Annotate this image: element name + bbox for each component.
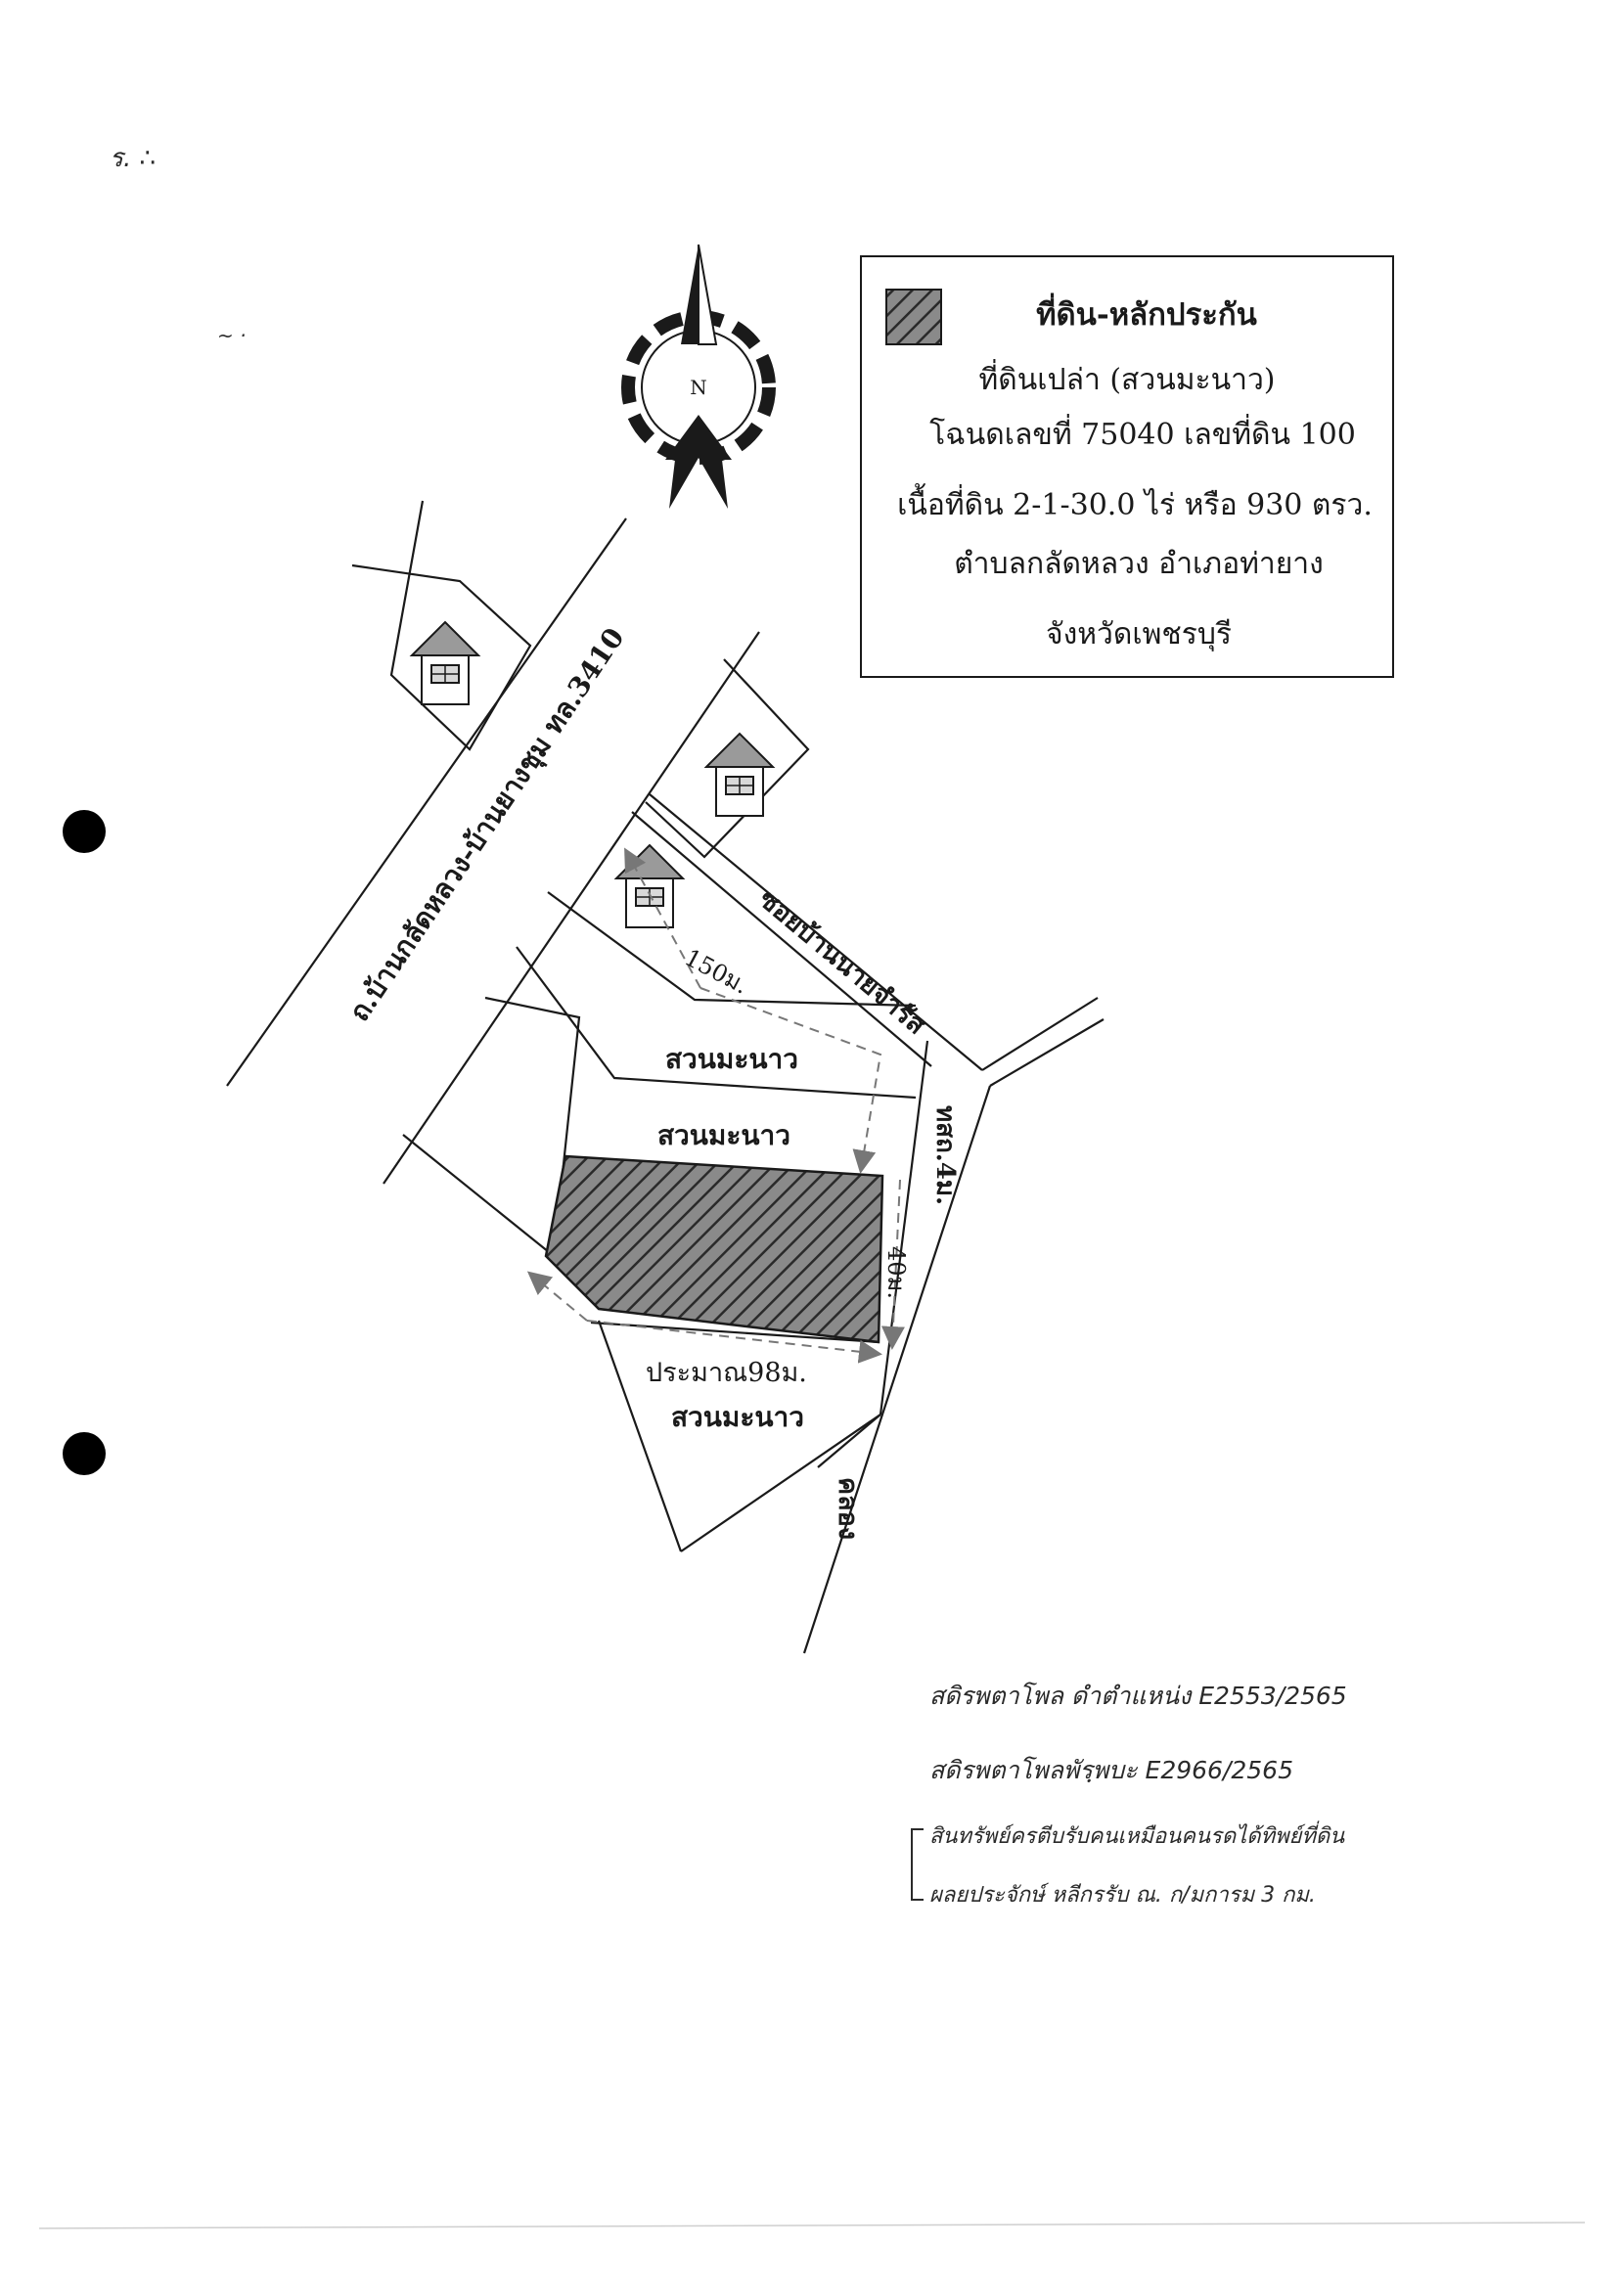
- margin-scribble: ~ ·: [217, 324, 246, 347]
- handwritten-line: ผลยประจักษ์ หลีกรรับ ณ. ก/มการม 3 กม.: [929, 1882, 1316, 1908]
- punch-hole: [63, 810, 106, 853]
- dimension-40: 40ม.: [880, 1179, 910, 1350]
- dimension-98: ประมาณ98ม.: [526, 1271, 882, 1388]
- legend-title: ที่ดิน-หลักประกัน: [1036, 292, 1257, 333]
- house-icon: [411, 621, 479, 705]
- handwritten-notes: สดิรพตาโพล ดำตำแหน่ง E2553/2565 สดิรพตาโ…: [911, 1682, 1347, 1908]
- local-road: ทสถ.4ม. คลอง: [802, 997, 1105, 1654]
- handwritten-line: สดิรพตาโพลพัรฺพบะ E2966/2565: [929, 1756, 1293, 1784]
- main-road-label: ถ.บ้านกลัดหลวง-บ้านยางชุม ทล.3410: [342, 622, 631, 1028]
- compass-label: N: [690, 376, 707, 399]
- legend-land-type: ที่ดินเปล่า (สวนมะนาว): [979, 359, 1276, 397]
- legend: ที่ดิน-หลักประกัน ที่ดินเปล่า (สวนมะนาว)…: [860, 255, 1394, 678]
- distance-label: 40ม.: [882, 1246, 910, 1299]
- legend-subdistrict-district: ตำบลกลัดหลวง อำเภอท่ายาง: [954, 547, 1324, 581]
- north-arrow-icon: N: [621, 244, 776, 509]
- punch-hole: [63, 1432, 106, 1475]
- margin-scribble: ร. ∴: [110, 144, 156, 173]
- canal-label: คลอง: [833, 1477, 863, 1540]
- parcel-label: สวนมะนาว: [657, 1119, 790, 1151]
- soi-road: ซอยบ้านนายจำรัส: [631, 793, 983, 1071]
- legend-area: เนื้อที่ดิน 2-1-30.0 ไร่ หรือ 930 ตรว.: [897, 483, 1373, 522]
- distance-label: 150ม.: [680, 944, 752, 1000]
- legend-deed-number: โฉนดเลขที่ 75040 เลขที่ดิน 100: [929, 414, 1356, 452]
- hatched-collateral-icon: [885, 289, 942, 345]
- legend-province: จังหวัดเพชรบุรี: [1046, 617, 1232, 652]
- parcel-label: สวนมะนาว: [671, 1401, 804, 1433]
- house-icon: [615, 844, 684, 928]
- page-edge: [38, 2222, 1586, 2229]
- collateral-parcel: [544, 1154, 884, 1344]
- local-road-label: ทสถ.4ม.: [930, 1105, 960, 1205]
- handwritten-line: สินทรัพย์ครตีบรับคนเหมือนคนรดได้ทิพย์ที่…: [929, 1820, 1345, 1849]
- distance-label: ประมาณ98ม.: [646, 1358, 807, 1388]
- house-icon: [705, 733, 774, 817]
- parcel-boundaries-south: [402, 891, 917, 1552]
- parcel-label: สวนมะนาว: [665, 1043, 798, 1075]
- handwritten-line: สดิรพตาโพล ดำตำแหน่ง E2553/2565: [929, 1682, 1347, 1710]
